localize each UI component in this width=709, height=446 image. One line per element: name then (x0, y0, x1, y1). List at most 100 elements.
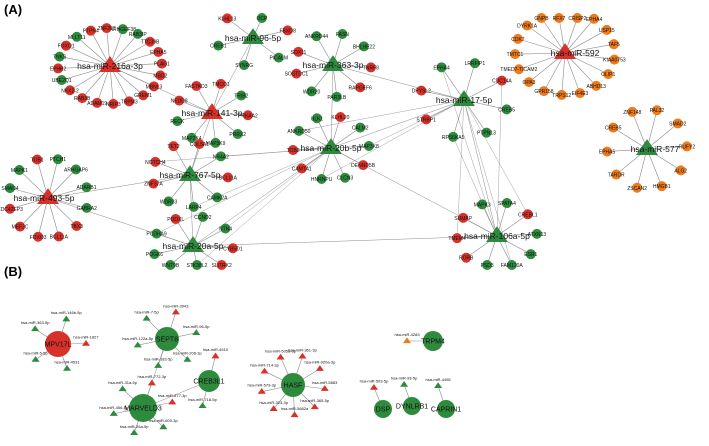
mirna-label: hsa-miR-26a-5p (120, 424, 149, 429)
gene-label: POGK6 (146, 252, 163, 258)
edge-h216a-plag1 (109, 63, 162, 67)
edge-h17-dpysl2 (421, 90, 465, 101)
gene-node (481, 127, 492, 138)
mirna-label: hsa-miR-146b-5p (51, 310, 83, 315)
edge-h767-notch4 (155, 161, 191, 176)
edge-h141-nedd8 (179, 100, 213, 114)
gene-node (358, 160, 369, 171)
gene-node (174, 95, 185, 106)
mirna-label: hsa-miR-31a-5p (108, 380, 137, 385)
gene-label: NOTCH4 (145, 160, 166, 166)
edge-h493-foxo3 (37, 197, 49, 237)
mirna-hub-label: hsa-miR-767-5p (160, 170, 221, 180)
mirna-hub-node (554, 43, 576, 59)
mirna-label: hsa-miR-182-5p (144, 357, 173, 362)
gene-node (436, 62, 447, 73)
gene-label: TNRF8 (363, 65, 379, 71)
gene-label: ZNF37A (144, 182, 163, 188)
edge-h20b-stk38l2 (196, 147, 332, 266)
gene-node (331, 91, 342, 102)
edge-h17-rps6ka5 (452, 99, 465, 137)
edge-h493-mapk1 (19, 169, 49, 199)
gene-label: USP15 (599, 28, 615, 34)
gene-node (611, 169, 622, 180)
gene-label: RPS6KA5 (442, 135, 465, 141)
gene-node (215, 151, 226, 162)
mirna-hub-node (320, 138, 342, 154)
edge-h20a-h106a (192, 235, 498, 247)
gene-label: COL5A1 (190, 142, 209, 148)
gene-label: LARP4 (186, 205, 202, 211)
edge-h20b-pcdha9 (156, 147, 332, 234)
mirna-label: hsa-miR-206-3p (173, 351, 202, 356)
gene-label: ULK1 (311, 116, 324, 122)
edge-h592-epha4 (564, 18, 595, 54)
gene-node (170, 213, 181, 224)
gene-node (355, 122, 366, 133)
gene-label: HMGB1 (653, 184, 671, 190)
gene-node (220, 223, 231, 234)
edge-h577-smad2 (646, 123, 678, 150)
edge-h592-dyrk1a (526, 25, 566, 54)
edge-h592-usp15 (564, 29, 607, 54)
gene-node (186, 132, 197, 143)
edge-h216a-epha5 (109, 51, 159, 67)
gene-hub-label: MARVELD3 (124, 406, 162, 413)
mirna-hub-label: hsa-miR-216a-3p (77, 61, 143, 71)
edge-h592-kiaa0753 (564, 52, 615, 60)
gene-node (496, 75, 507, 86)
gene-hub-node (423, 331, 443, 351)
mirna-node (276, 353, 285, 360)
mirna-hub-node (322, 55, 344, 71)
mirna-node (260, 367, 269, 374)
gene-node (512, 33, 523, 44)
edge-h216a-mllt11 (76, 36, 111, 67)
edge-h493-adarb1 (47, 186, 87, 199)
gene-label: MBD2 (153, 73, 167, 79)
gene-node (212, 192, 223, 203)
edge-h577-creb5 (613, 127, 648, 150)
gene-node (531, 228, 542, 239)
gene-node (236, 90, 247, 101)
gene-label: SLITRK2 (211, 263, 232, 269)
gene-node (197, 211, 208, 222)
gene-label: SOSTDC1 (285, 72, 309, 78)
edge-h592-gnpb (541, 17, 566, 54)
edge-h17-crebl1 (463, 99, 528, 215)
gene-label: NR4A2 (213, 154, 229, 160)
mirna-label: hsa-miR-1827 (73, 335, 99, 340)
gene-node (293, 46, 304, 57)
gene-label: TMEM4 (448, 236, 466, 242)
gene-label: MAPK3 (474, 202, 491, 208)
gene-label: FOXO3 (30, 235, 47, 241)
gene-label: TET2 (167, 144, 179, 150)
gene-label: MAPK1 (11, 168, 28, 174)
mirna-hub-label: hsa-miR-20b-5p (301, 143, 362, 153)
gene-label: TRIB2 (234, 94, 248, 100)
edge-h17-h20b (330, 99, 465, 149)
gene-label: CREBL1 (518, 212, 538, 218)
gene-node (536, 13, 547, 23)
mirna-hub-label: hsa-miR-493-5p (14, 193, 75, 203)
edge-h106a-rps6ka5 (452, 136, 498, 237)
mirna-label: hsa-miR-714-3p (250, 362, 279, 367)
gene-node (117, 24, 128, 35)
gene-label: TMED7-TICAM2 (500, 67, 537, 73)
mirna-node (31, 325, 40, 332)
gene-node (151, 228, 162, 239)
edge-h17-h363 (332, 64, 465, 101)
gene-node (216, 260, 227, 270)
gene-node (232, 128, 243, 139)
gene-hub-label: SEPT8 (156, 337, 178, 344)
gene-label: TRPS12 (552, 93, 571, 99)
gene-node (311, 113, 322, 124)
gene-node (194, 138, 205, 149)
mirna-node (159, 423, 168, 430)
gene-node (608, 39, 619, 50)
gene-node (651, 105, 662, 116)
edge-h17-hnrnpu (321, 99, 465, 180)
mirna-label: hsa-miR-361-3p (288, 347, 317, 352)
gene-node (227, 243, 238, 254)
mirna-node (269, 405, 278, 412)
